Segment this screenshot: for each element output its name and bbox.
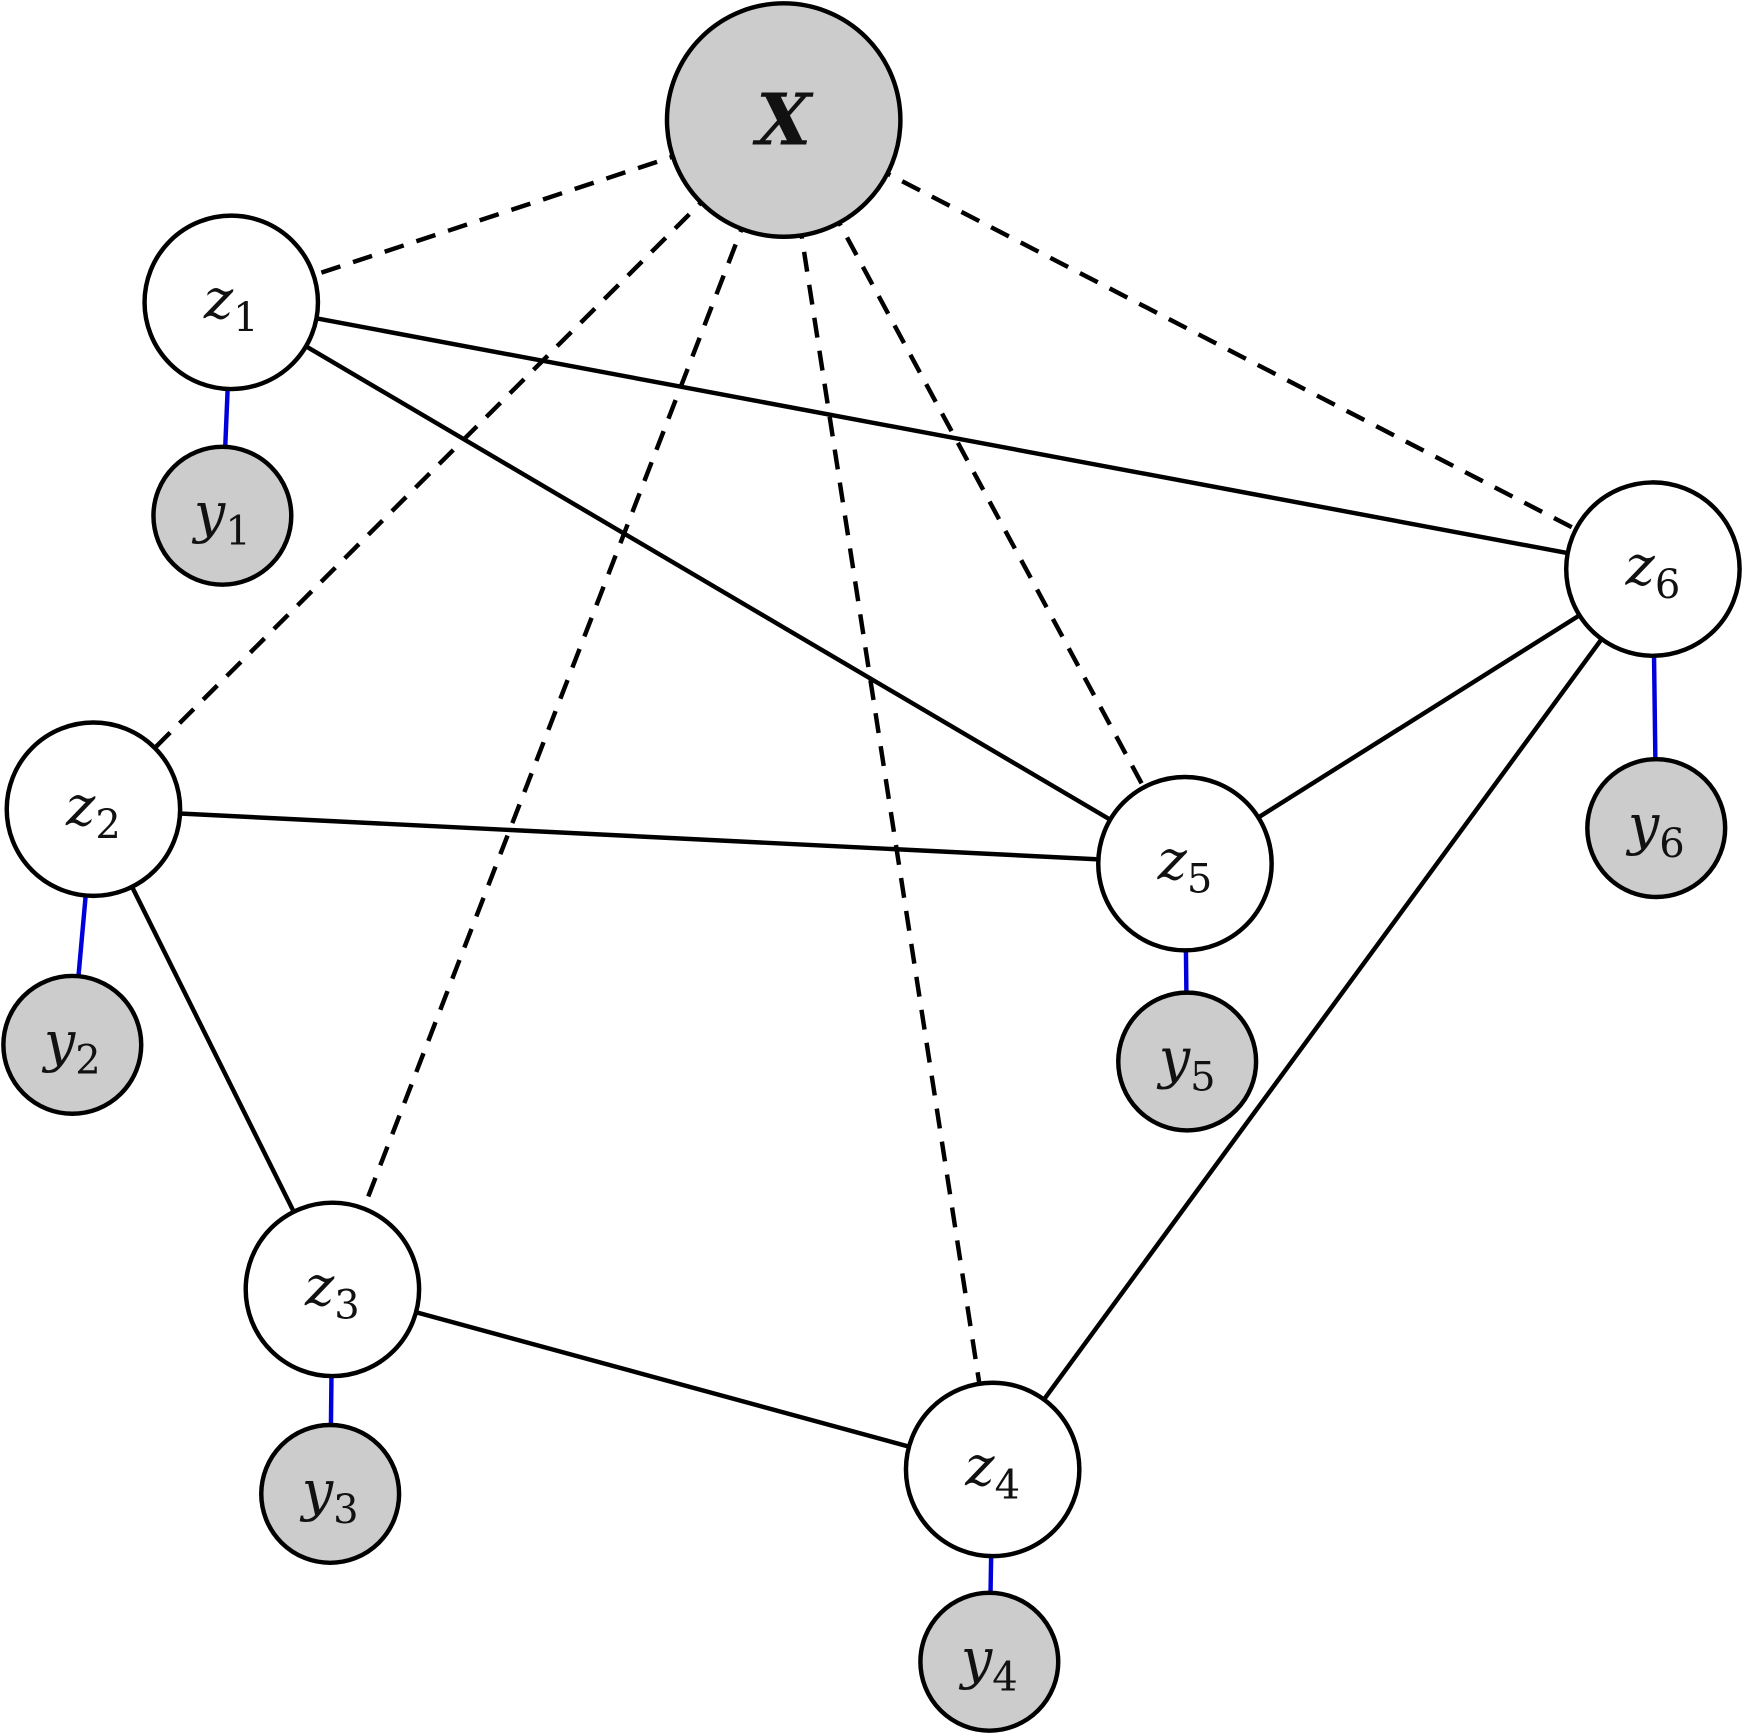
node-circle <box>664 1 903 239</box>
edge-X-z5 <box>781 118 1187 865</box>
node-circle <box>151 444 294 587</box>
node-z1: z1 <box>142 213 321 392</box>
node-circle <box>243 1200 422 1379</box>
node-label: X <box>752 78 814 162</box>
edge-X-z2 <box>91 118 786 811</box>
node-circle <box>259 1422 402 1566</box>
edge-z2-z3 <box>91 808 335 1291</box>
edge-X-z6 <box>782 118 1654 572</box>
edge-X-z4 <box>781 119 995 1470</box>
node-circle <box>1096 774 1274 953</box>
node-z5: z5 <box>1096 774 1274 953</box>
node-X: X <box>664 1 903 239</box>
edge-X-z3 <box>330 119 786 1291</box>
node-label: z5 <box>1157 828 1213 902</box>
node-circle <box>918 1590 1061 1733</box>
edge-z1-z6 <box>230 300 1654 572</box>
edge-z3-z4 <box>331 1287 994 1472</box>
node-y4: y4 <box>918 1590 1061 1733</box>
node-circle <box>142 213 321 392</box>
node-y1: y1 <box>151 444 294 587</box>
node-label: z2 <box>65 774 121 848</box>
node-circle <box>1116 990 1259 1133</box>
node-circle <box>1 973 144 1116</box>
edge-X-z1 <box>230 117 785 305</box>
node-label: z6 <box>1625 534 1681 608</box>
node-y5: y5 <box>1116 990 1259 1133</box>
edge-z2-z5 <box>93 806 1186 866</box>
node-circle <box>903 1380 1082 1559</box>
node-label: y2 <box>41 1009 101 1083</box>
node-z6: z6 <box>1563 480 1742 659</box>
node-label: z1 <box>203 267 259 341</box>
node-label: z4 <box>964 1434 1020 1508</box>
node-label: y5 <box>1156 1026 1216 1100</box>
node-label: z3 <box>304 1254 360 1328</box>
node-circle <box>1563 480 1742 659</box>
node-circle <box>4 720 183 899</box>
edge-z5-z6 <box>1183 567 1655 866</box>
edge-z1-z5 <box>230 300 1187 866</box>
node-label: y1 <box>191 480 251 554</box>
node-z3: z3 <box>243 1200 422 1379</box>
node-z4: z4 <box>903 1380 1082 1559</box>
node-label: y4 <box>958 1626 1018 1700</box>
node-label: y6 <box>1625 793 1685 867</box>
node-z2: z2 <box>4 720 183 899</box>
node-label: y3 <box>299 1458 359 1532</box>
node-circle <box>1585 756 1728 900</box>
edge-z4-z6 <box>990 567 1655 1471</box>
node-y6: y6 <box>1585 756 1728 900</box>
node-y3: y3 <box>259 1422 402 1566</box>
node-y2: y2 <box>1 973 144 1116</box>
